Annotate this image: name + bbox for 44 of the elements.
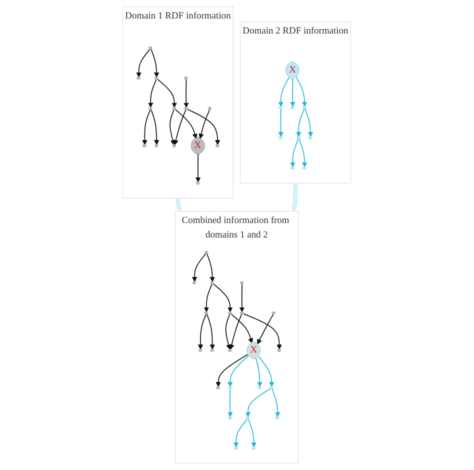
arrow [176, 196, 182, 212]
arrow [272, 388, 280, 418]
arrow [257, 314, 274, 344]
arrow [256, 358, 263, 387]
arrow [170, 109, 176, 146]
arrow [296, 76, 308, 107]
arrow [278, 108, 284, 138]
arrow [196, 154, 201, 182]
arrow [206, 254, 216, 282]
arrow [151, 109, 160, 146]
arrow [136, 48, 151, 78]
arrow [304, 108, 314, 138]
arrow [206, 314, 216, 350]
arrow [290, 138, 299, 168]
arrow [296, 108, 305, 138]
arrow [228, 354, 250, 387]
arrow [243, 313, 282, 350]
arrow [231, 314, 254, 344]
arrow [148, 79, 157, 108]
arrow [246, 388, 272, 418]
arrow [234, 418, 248, 448]
arrow [204, 284, 213, 312]
arrow [192, 253, 206, 282]
arrow [278, 76, 290, 107]
arrow [258, 356, 275, 387]
arrow [226, 314, 232, 350]
arrow [229, 314, 242, 350]
arrow [158, 78, 178, 108]
arrow [216, 354, 249, 387]
arrow [248, 418, 257, 448]
arrow [187, 108, 220, 146]
arrow [292, 183, 298, 212]
arrow [240, 284, 245, 312]
arrow [290, 78, 296, 107]
arrow [142, 109, 151, 146]
arrow [228, 388, 234, 418]
arrow [184, 79, 190, 108]
arrow [213, 283, 234, 312]
arrow [151, 48, 160, 78]
arrow [198, 314, 207, 350]
arrow [199, 109, 210, 139]
arrow [174, 109, 187, 146]
arrow [175, 109, 198, 139]
arrow [299, 138, 308, 168]
